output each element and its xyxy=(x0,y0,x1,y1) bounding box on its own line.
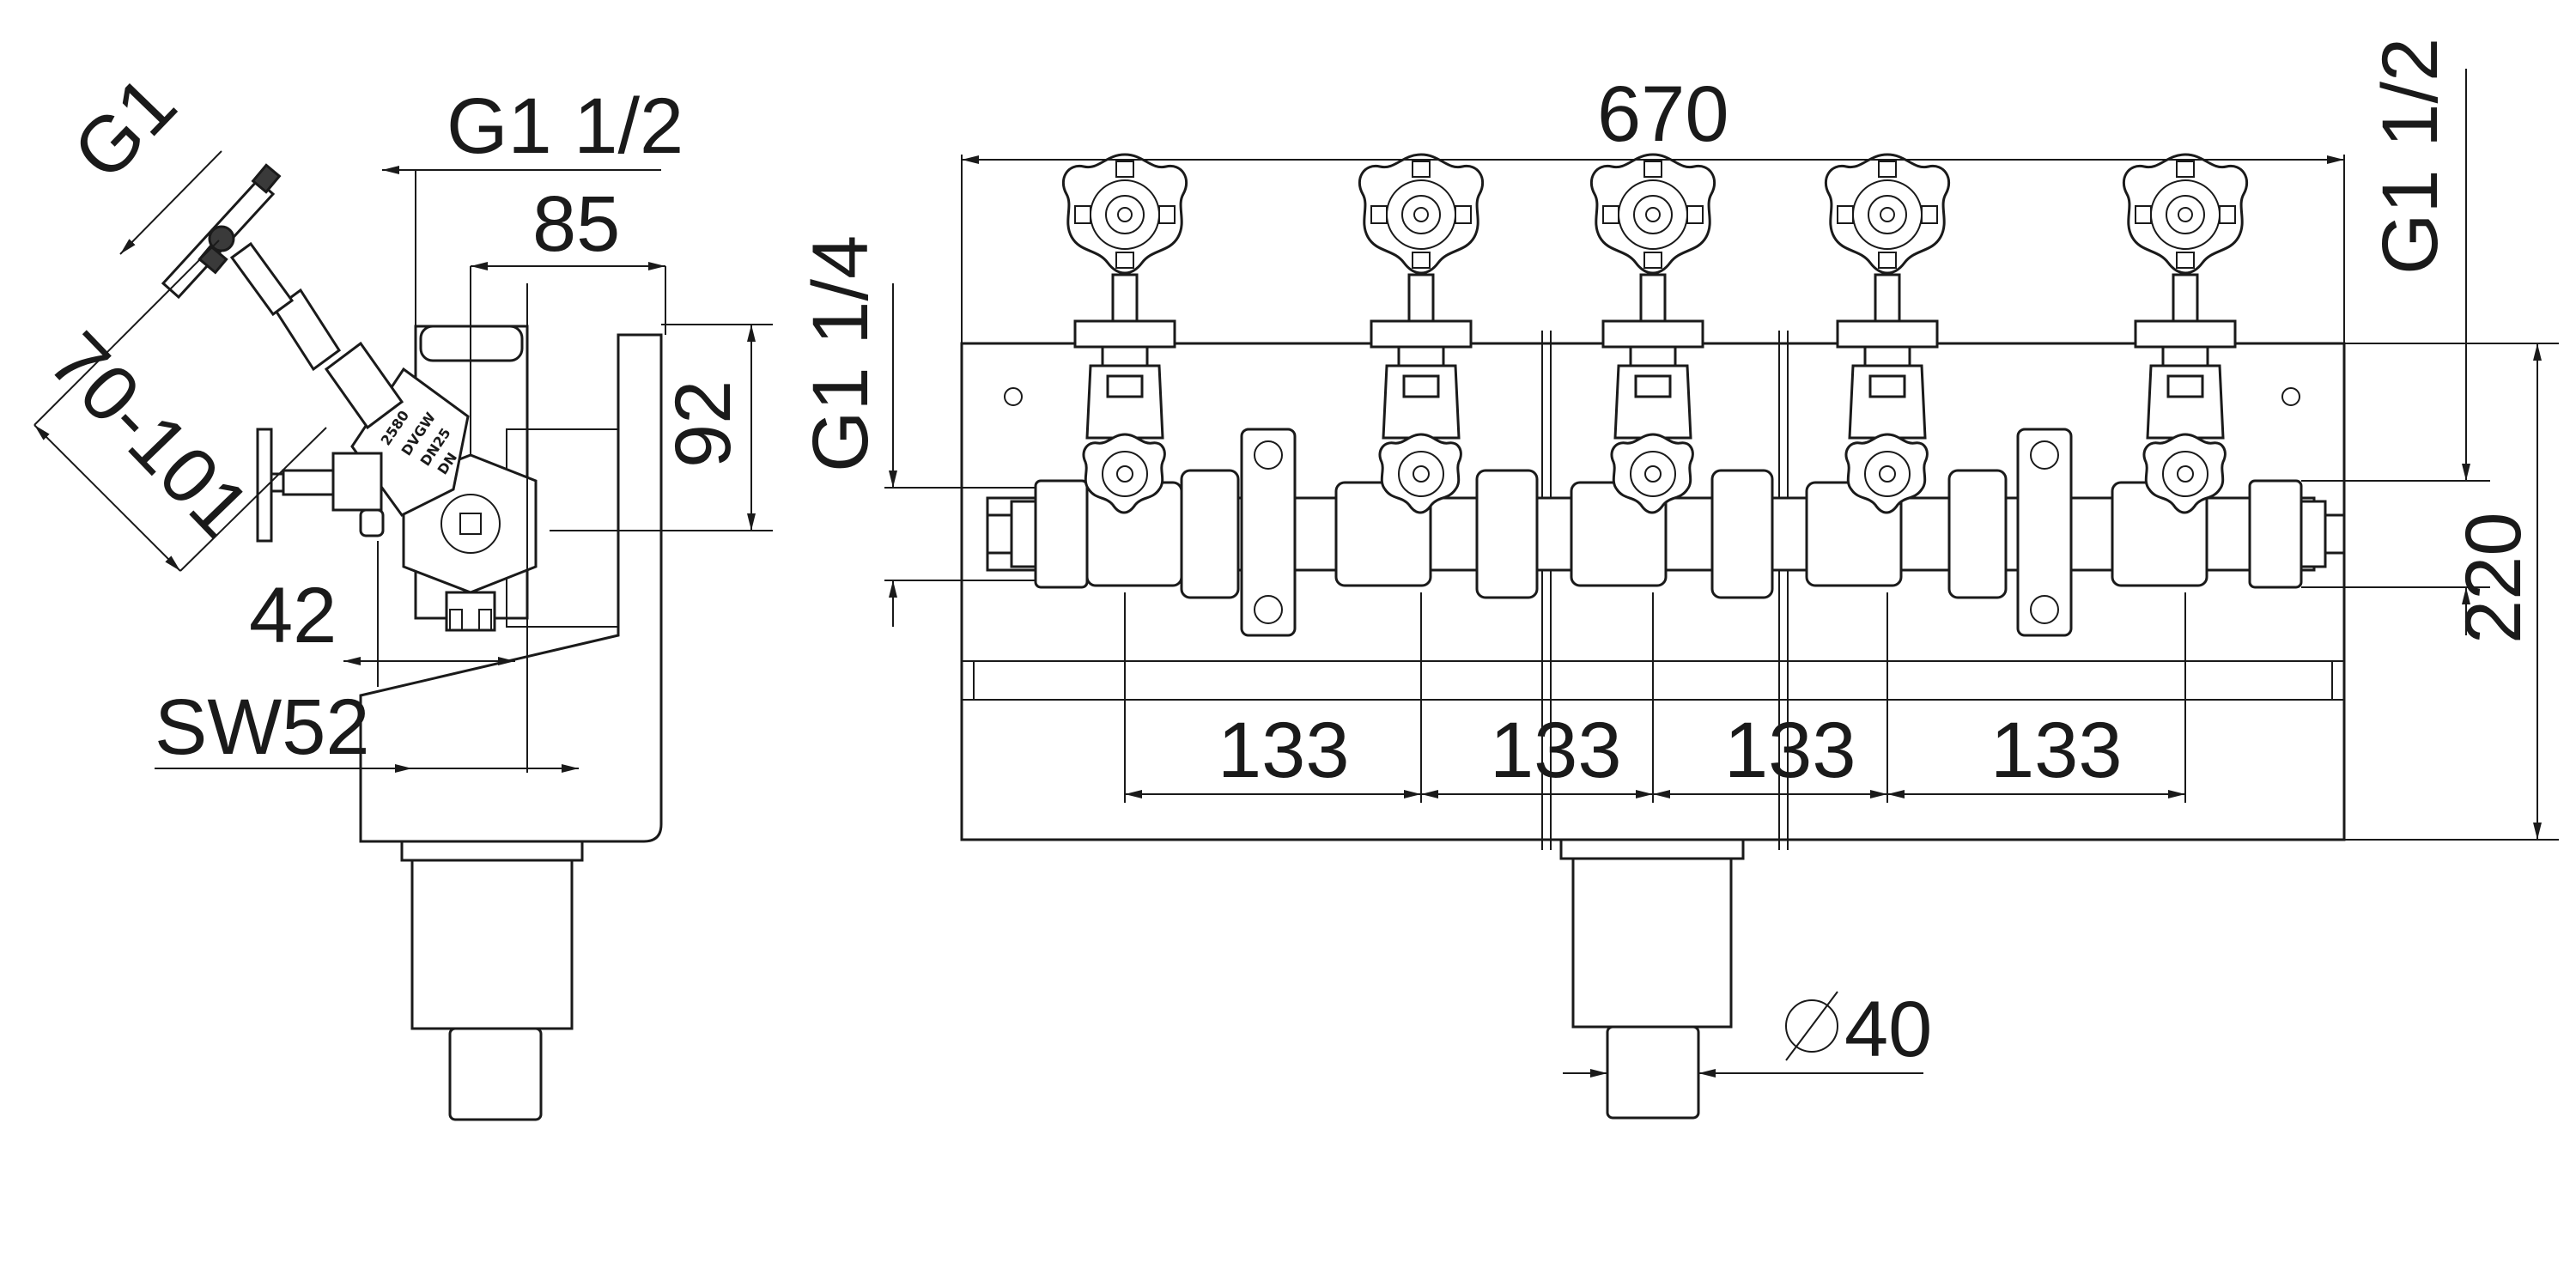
dim-front-g1-quarter: G1 1/4 xyxy=(797,235,884,472)
front-dimensions: 670 G1 1/4 G1 1/2 220 133 133 133 133 xyxy=(797,38,2559,1078)
side-spindle-housing xyxy=(324,341,404,430)
front-drain-collar xyxy=(1559,838,1745,860)
dim-side-92: 92 xyxy=(659,380,747,468)
diameter-symbol xyxy=(1785,999,1838,1053)
side-drain-tip xyxy=(448,1027,543,1121)
dim-front-670: 670 xyxy=(1597,70,1729,158)
front-clamp-left xyxy=(1240,428,1297,637)
dim-side-70-101: 70-101 xyxy=(33,316,266,554)
side-drain-collar xyxy=(400,840,584,862)
side-bracket xyxy=(359,333,663,843)
side-drain-valve-body xyxy=(331,452,383,512)
dim-side-42: 42 xyxy=(249,572,337,659)
dim-front-g1-half: G1 1/2 xyxy=(2366,38,2454,275)
dim-side-g1-half: G1 1/2 xyxy=(447,82,683,170)
side-view: 2580 DVGW DN25 DN xyxy=(161,163,663,1121)
dim-front-spacing-3: 133 xyxy=(1724,707,1856,794)
dim-side-85: 85 xyxy=(532,180,620,268)
front-drain-tip xyxy=(1606,1025,1700,1120)
side-drain-pipe xyxy=(410,859,574,1030)
dim-side-g1: G1 xyxy=(57,60,193,197)
dim-front-spacing-1: 133 xyxy=(1218,707,1350,794)
dim-front-spacing-4: 133 xyxy=(1990,707,2123,794)
side-bottom-nut xyxy=(445,591,496,632)
dim-side-sw52: SW52 xyxy=(155,683,370,771)
dim-front-spacing-2: 133 xyxy=(1490,707,1622,794)
dim-front-220: 220 xyxy=(2450,513,2537,645)
dim-front-diameter: 40 xyxy=(1844,986,1932,1073)
front-clamp-right xyxy=(2016,428,2073,637)
front-drain-pipe xyxy=(1571,857,1733,1029)
